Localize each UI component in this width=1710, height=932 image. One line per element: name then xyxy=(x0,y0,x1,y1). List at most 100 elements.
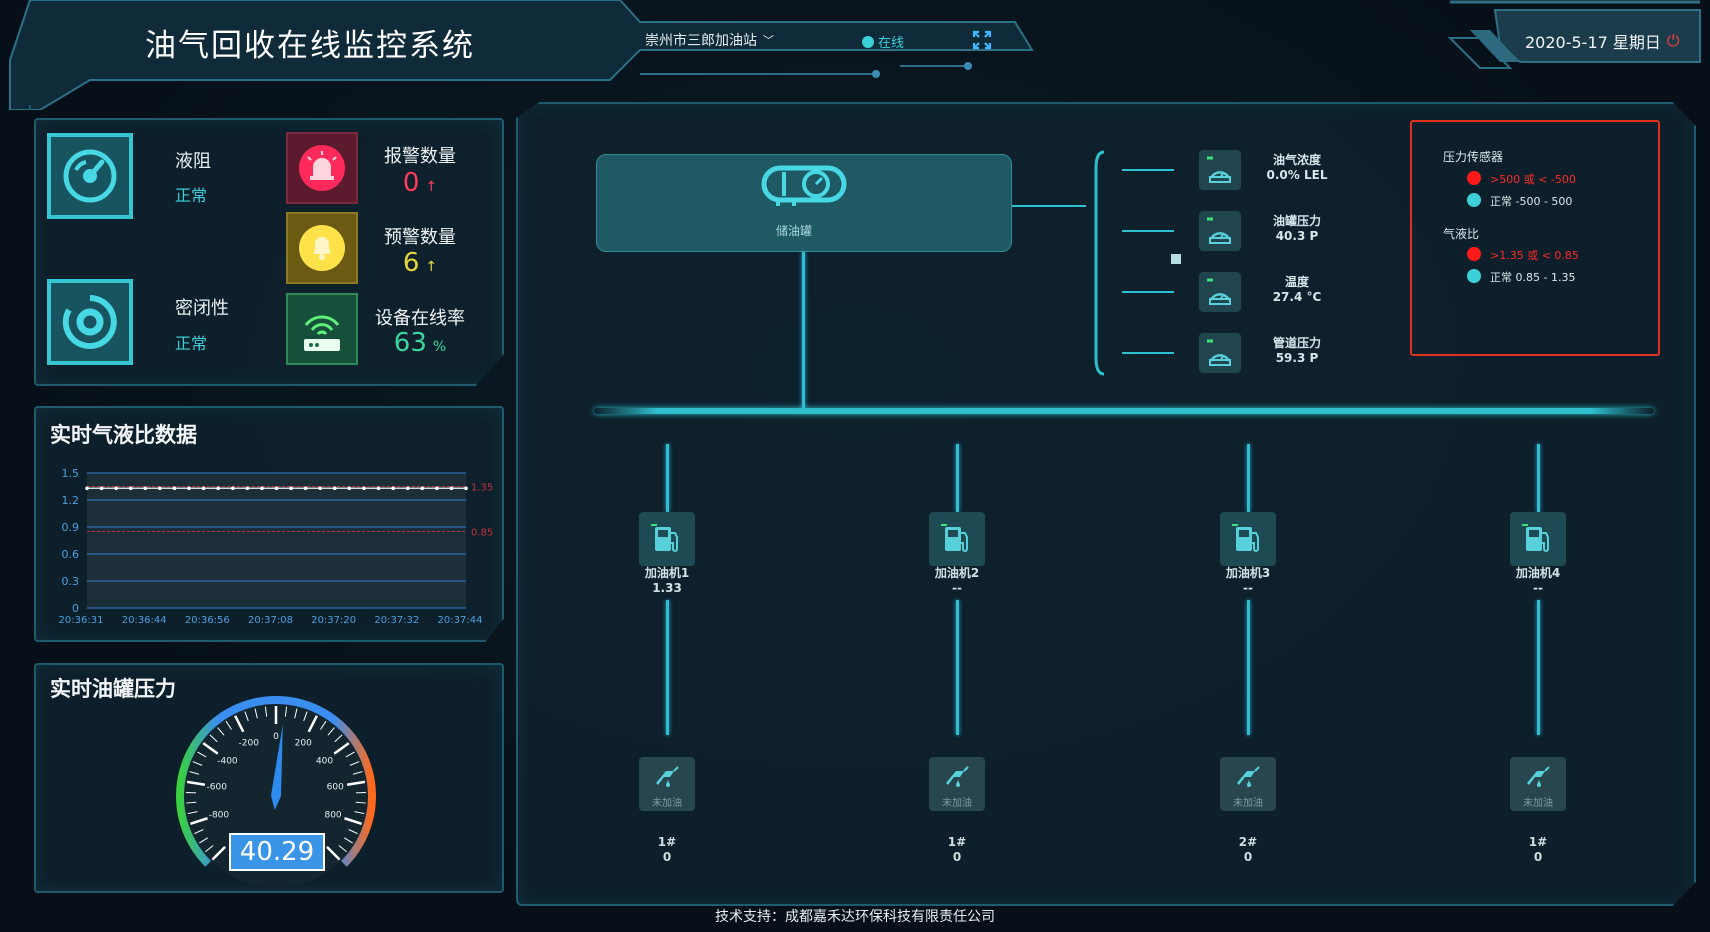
nozzle-box[interactable]: 未加油 xyxy=(1220,757,1276,811)
legend-alarm-dot xyxy=(1467,171,1481,185)
dispenser-icon-box[interactable] xyxy=(639,512,695,566)
sensor-icon-box[interactable] xyxy=(1199,272,1241,312)
pump-label: 1#0 xyxy=(927,835,987,865)
fuel-pump-icon xyxy=(1232,524,1259,552)
nozzle-icon xyxy=(1527,766,1550,787)
x-tick-label: 20:37:08 xyxy=(248,615,293,626)
alarm-value: 0↑ xyxy=(355,168,485,198)
chevron-down-icon: ﹀ xyxy=(763,34,774,47)
pump-value: 0 xyxy=(1533,850,1543,864)
dispenser-ratio: -- xyxy=(952,581,962,595)
sensor-name: 温度 xyxy=(1284,275,1309,289)
expand-icon xyxy=(972,30,992,50)
ratio-data-point xyxy=(245,486,250,491)
fullscreen-button[interactable] xyxy=(972,30,992,50)
ratio-data-point xyxy=(274,486,279,491)
ratio-data-point xyxy=(464,486,468,491)
x-tick-label: 20:37:32 xyxy=(374,615,419,626)
legend-ratio-alarm: >1.35 或 < 0.85 xyxy=(1490,249,1579,262)
tightness-status: 正常 xyxy=(175,334,208,353)
alarm-icon-box xyxy=(286,132,358,204)
pump-label: 2#0 xyxy=(1218,835,1278,865)
sensor-icon-box[interactable] xyxy=(1199,150,1241,190)
pump-name: 1# xyxy=(657,835,677,849)
dispenser-ratio: -- xyxy=(1243,581,1253,595)
liquid-resistance-status: 正常 xyxy=(175,186,208,205)
sensor-icon xyxy=(1207,278,1231,305)
nozzle-box[interactable]: 未加油 xyxy=(1510,757,1566,811)
gauge-tick xyxy=(343,837,353,844)
gauge-tick-label: 800 xyxy=(324,811,341,821)
arrow-up-icon: ↑ xyxy=(425,179,438,195)
legend-ratio-title: 气液比 xyxy=(1443,227,1480,241)
sensor-icon-box[interactable] xyxy=(1199,211,1241,251)
nozzle-status: 未加油 xyxy=(1523,798,1553,809)
sensor-name: 油气浓度 xyxy=(1272,153,1321,167)
gauge-tick-label: -400 xyxy=(217,757,238,767)
nozzle-status: 未加油 xyxy=(942,798,972,809)
gauge-tick xyxy=(355,801,366,804)
gauge-tick xyxy=(346,780,366,786)
legend-pressure-title: 压力传感器 xyxy=(1443,150,1504,164)
sensor-bracket xyxy=(1094,150,1174,376)
legend-normal-dot xyxy=(1467,193,1481,207)
power-icon[interactable]: ⏻ xyxy=(1666,31,1680,50)
bell-icon xyxy=(299,225,345,271)
dispenser-name: 加油机4 xyxy=(1515,566,1561,580)
dispenser-pipe-bottom xyxy=(1247,600,1250,735)
legend-pressure-alarm: >500 或 < -500 xyxy=(1490,173,1576,186)
gauge-tick xyxy=(202,742,219,755)
main-pipeline xyxy=(594,408,1654,414)
dispenser-pipe-bottom xyxy=(956,600,959,735)
nozzle-icon xyxy=(946,766,969,787)
legend-normal-dot xyxy=(1467,269,1481,283)
warning-value: 6↑ xyxy=(355,248,485,278)
seal-ring-icon xyxy=(62,295,117,349)
gauge-tick-label: 400 xyxy=(316,757,333,767)
dispenser-label: 加油机3-- xyxy=(1198,566,1298,596)
sensor-value: 40.3 P xyxy=(1275,229,1319,243)
gauge-tick xyxy=(345,751,355,758)
ratio-data-point xyxy=(391,486,395,491)
status-dot-icon xyxy=(862,35,874,48)
dispenser-icon-box[interactable] xyxy=(1220,512,1276,566)
sensor-icon-box[interactable] xyxy=(1199,333,1241,373)
gauge-needle xyxy=(271,724,283,810)
sensor-value: 27.4 °C xyxy=(1272,290,1322,304)
fuel-pump-icon xyxy=(1522,524,1549,552)
nozzle-status: 未加油 xyxy=(1233,798,1263,809)
gauge-tick xyxy=(192,761,203,766)
gauge-tick xyxy=(352,771,363,775)
dispenser-pipe-top xyxy=(956,444,959,512)
dispenser-pipe-top xyxy=(1537,444,1540,512)
footer-text: 技术支持：成都嘉禾达环保科技有限责任公司 xyxy=(715,909,995,925)
gauge-tick xyxy=(354,811,365,815)
ratio-chart-title: 实时气液比数据 xyxy=(50,423,197,447)
gauge-tick xyxy=(209,734,218,743)
dispenser-label: 加油机4-- xyxy=(1488,566,1588,596)
dispenser-icon-box[interactable] xyxy=(929,512,985,566)
station-select[interactable]: 崇州市三郎加油站 ﹀ xyxy=(645,30,774,50)
gauge-tick xyxy=(327,727,335,736)
warning-label: 预警数量 xyxy=(384,227,456,248)
ratio-data-point xyxy=(114,486,118,491)
dispenser-icon-box[interactable] xyxy=(1510,512,1566,566)
y-tick-label: 0 xyxy=(72,602,79,615)
gauge-tick-label: -600 xyxy=(207,783,228,793)
indicator-square xyxy=(1171,254,1181,264)
gauge-tick xyxy=(284,706,288,717)
nozzle-box[interactable]: 未加油 xyxy=(639,757,695,811)
siren-icon xyxy=(299,145,345,191)
alarm-count: 0 xyxy=(402,168,420,198)
nozzle-box[interactable]: 未加油 xyxy=(929,757,985,811)
gauge-tick-label: 600 xyxy=(327,783,344,793)
dispenser-name: 加油机3 xyxy=(1225,566,1271,580)
ratio-data-point xyxy=(318,486,323,491)
legend-pressure-normal: 正常 -500 - 500 xyxy=(1490,195,1573,208)
ratio-data-point xyxy=(376,486,381,491)
pump-value: 0 xyxy=(1243,850,1253,864)
ratio-data-point xyxy=(172,486,177,491)
